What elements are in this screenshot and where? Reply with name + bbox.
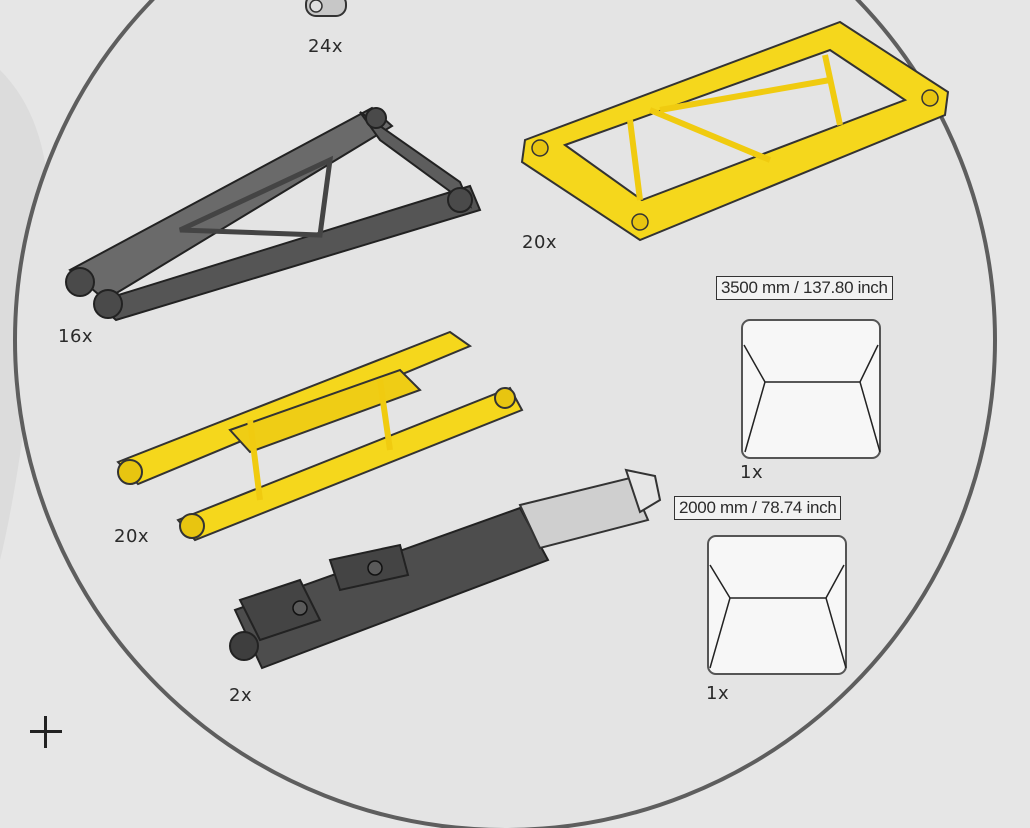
qty-yellow-rectangular-frame: 20x (522, 232, 558, 253)
yellow-rectangular-frame-part (520, 20, 950, 242)
qty-gray-a-frame: 16x (58, 326, 94, 347)
cloth-sheet-small-part (707, 535, 847, 675)
yellow-h-frame-part (116, 330, 524, 542)
qty-yellow-h-frame: 20x (114, 526, 150, 547)
measure-label-small: 2000 mm / 78.74 inch (674, 496, 842, 520)
gray-a-frame-part (65, 106, 482, 322)
axle-connector-part (305, 0, 347, 17)
linear-actuator-part (229, 468, 662, 670)
measure-label-large: 3500 mm / 137.80 inch (716, 276, 893, 300)
cloth-sheet-large-part (741, 319, 881, 459)
plus-icon (30, 716, 62, 748)
qty-axle-connector: 24x (308, 36, 344, 57)
qty-cloth-sheet-large: 1x (740, 462, 764, 483)
qty-linear-actuator: 2x (229, 685, 253, 706)
qty-cloth-sheet-small: 1x (706, 683, 730, 704)
